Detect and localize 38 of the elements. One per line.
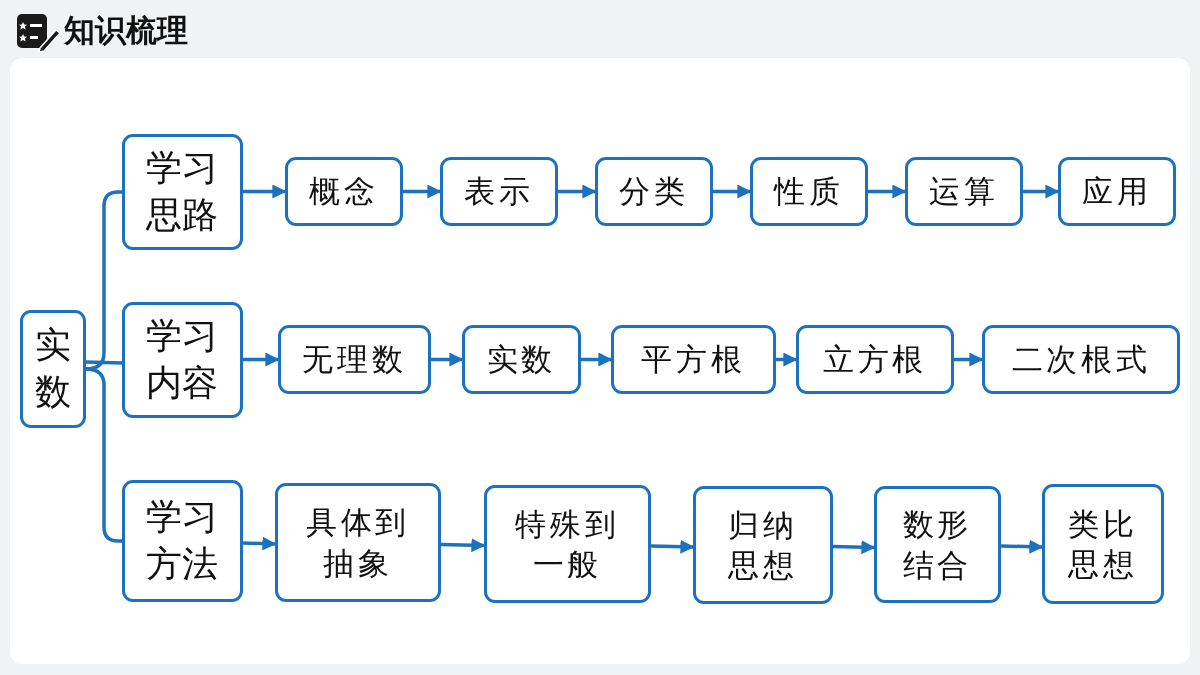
arrow (650, 539, 695, 554)
topic-box: 类比思想 (1042, 484, 1164, 604)
topic-box: 具体到抽象 (275, 483, 441, 602)
topic-box: 数形结合 (874, 486, 1001, 603)
topic-box: 立方根 (796, 325, 954, 394)
category-box: 学习方法 (122, 480, 243, 602)
topic-box: 应用 (1058, 157, 1176, 226)
heading: 知识梳理 (64, 12, 188, 50)
arrow (713, 184, 752, 199)
topic-box: 特殊到一般 (484, 485, 651, 603)
root-box: 实数 (20, 310, 86, 428)
topic-box: 归纳思想 (693, 486, 833, 604)
arrow (243, 352, 280, 367)
arrow (581, 352, 613, 367)
topic-box: 二次根式 (982, 325, 1180, 394)
topic-box: 分类 (595, 157, 713, 226)
arrow (954, 352, 984, 367)
arrow (1000, 539, 1044, 554)
connector-line (85, 360, 123, 365)
topic-box: 性质 (750, 157, 868, 226)
arrow (1023, 184, 1060, 199)
arrow (832, 540, 876, 555)
arrow (403, 184, 442, 199)
topic-box: 平方根 (611, 325, 776, 394)
arrow (440, 538, 486, 553)
arrow (776, 352, 798, 367)
arrow (558, 184, 597, 199)
topic-box: 无理数 (278, 325, 431, 394)
topic-box: 运算 (905, 157, 1023, 226)
arrow (431, 352, 464, 367)
topic-box: 表示 (440, 157, 558, 226)
topic-box: 概念 (285, 157, 403, 226)
topic-box: 实数 (462, 325, 581, 394)
arrow (868, 184, 907, 199)
arrow (242, 536, 277, 551)
category-box: 学习思路 (122, 134, 243, 250)
category-box: 学习内容 (122, 302, 243, 418)
arrow (243, 184, 287, 199)
